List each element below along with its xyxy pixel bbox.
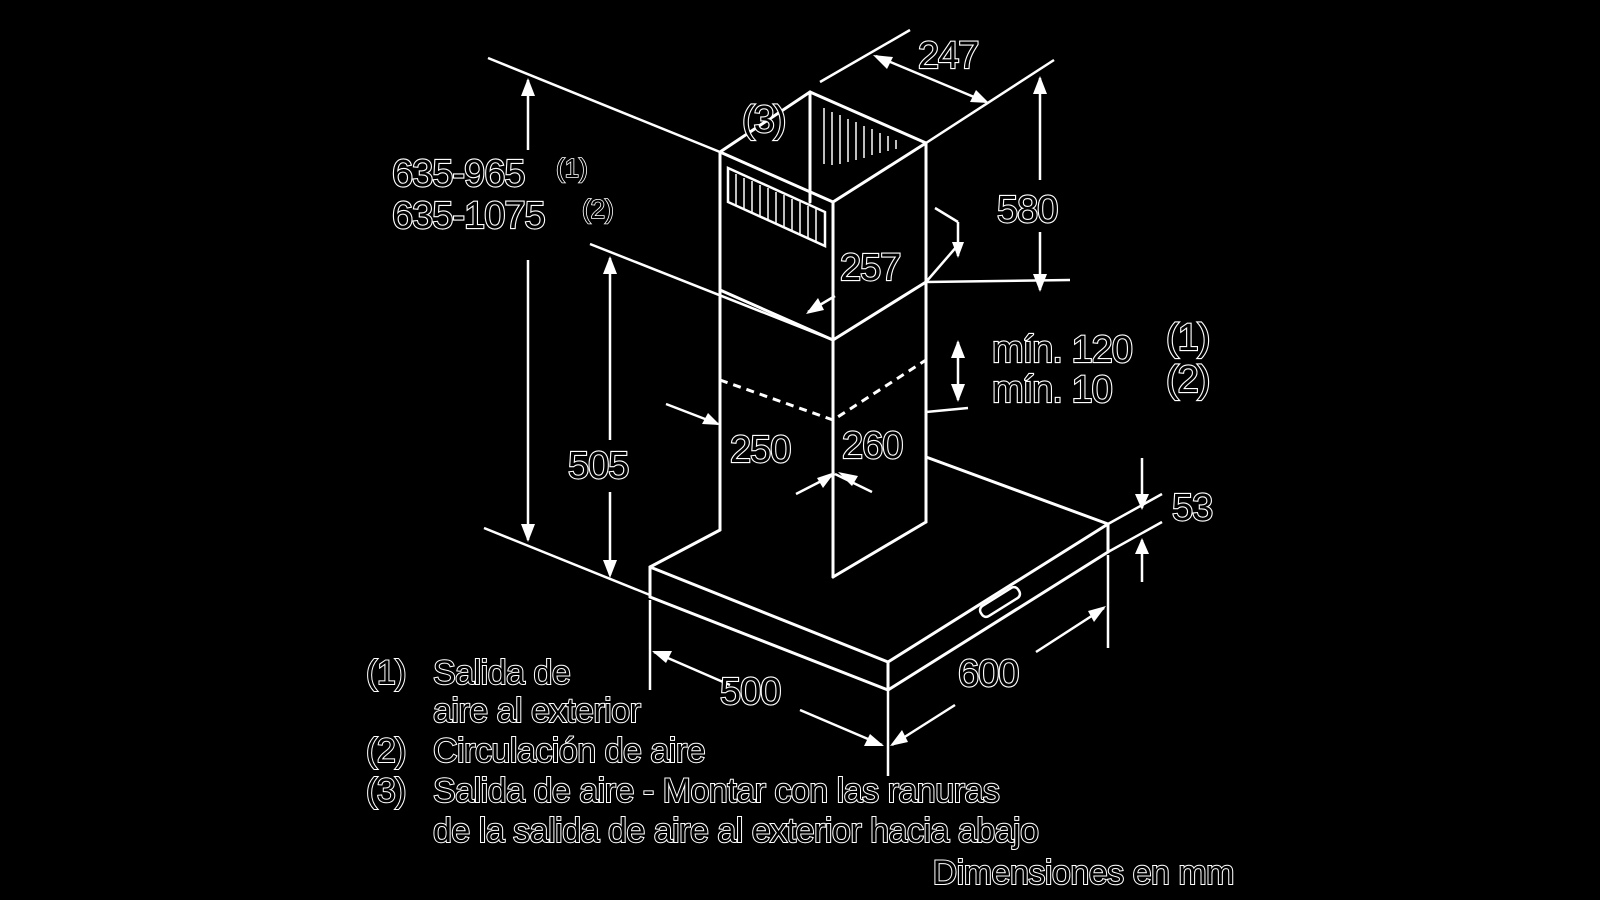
legend-item-1-line-1: Salida de	[433, 654, 570, 692]
dim-600: 600	[958, 653, 1018, 695]
dim-min-120: mín. 120	[992, 329, 1132, 371]
dim-635-965: 635-965	[392, 153, 524, 195]
dim-500: 500	[720, 671, 780, 713]
callout-3: (3)	[742, 99, 785, 141]
legend: (1) Salida de aire al exterior (2) Circu…	[365, 653, 1236, 893]
legend-item-3-line-1: Salida de aire - Montar con las ranuras	[433, 772, 999, 810]
dim-247: 247	[918, 35, 978, 77]
lower-chimney	[718, 280, 928, 579]
units-footer: Dimensiones en mm	[933, 854, 1234, 892]
legend-item-3-line-2: de la salida de aire al exterior hacia a…	[433, 812, 1039, 850]
dim-260: 260	[842, 425, 902, 467]
legend-item-1-line-2: aire al exterior	[433, 692, 641, 730]
upper-chimney	[718, 90, 928, 342]
dimension-lines	[521, 54, 1149, 747]
dim-250: 250	[730, 429, 790, 471]
dim-min-10: mín. 10	[992, 369, 1112, 411]
hood-canopy	[648, 455, 1110, 692]
control-panel-icon	[978, 585, 1022, 619]
dim-635-965-ref: (1)	[556, 153, 588, 183]
dimension-labels: 247 580 257 635-965 (1) 635-1075 (2) (3)…	[391, 34, 1214, 714]
dim-min-10-ref: (2)	[1166, 359, 1209, 401]
dim-505: 505	[568, 445, 628, 487]
dim-257: 257	[840, 247, 900, 289]
vent-grille-back	[823, 108, 897, 165]
vent-grille-front	[726, 166, 827, 248]
dim-min-120-ref: (1)	[1166, 317, 1209, 359]
legend-item-2-line-1: Circulación de aire	[433, 732, 705, 770]
dim-635-1075: 635-1075	[392, 195, 545, 237]
extension-lines	[483, 28, 1163, 776]
dim-53: 53	[1172, 487, 1212, 529]
dim-635-1075-ref: (2)	[582, 194, 614, 224]
legend-item-1-number: (1)	[366, 654, 406, 692]
legend-item-3-number: (3)	[366, 772, 406, 810]
legend-item-2-number: (2)	[366, 732, 406, 770]
dim-580: 580	[997, 189, 1057, 231]
